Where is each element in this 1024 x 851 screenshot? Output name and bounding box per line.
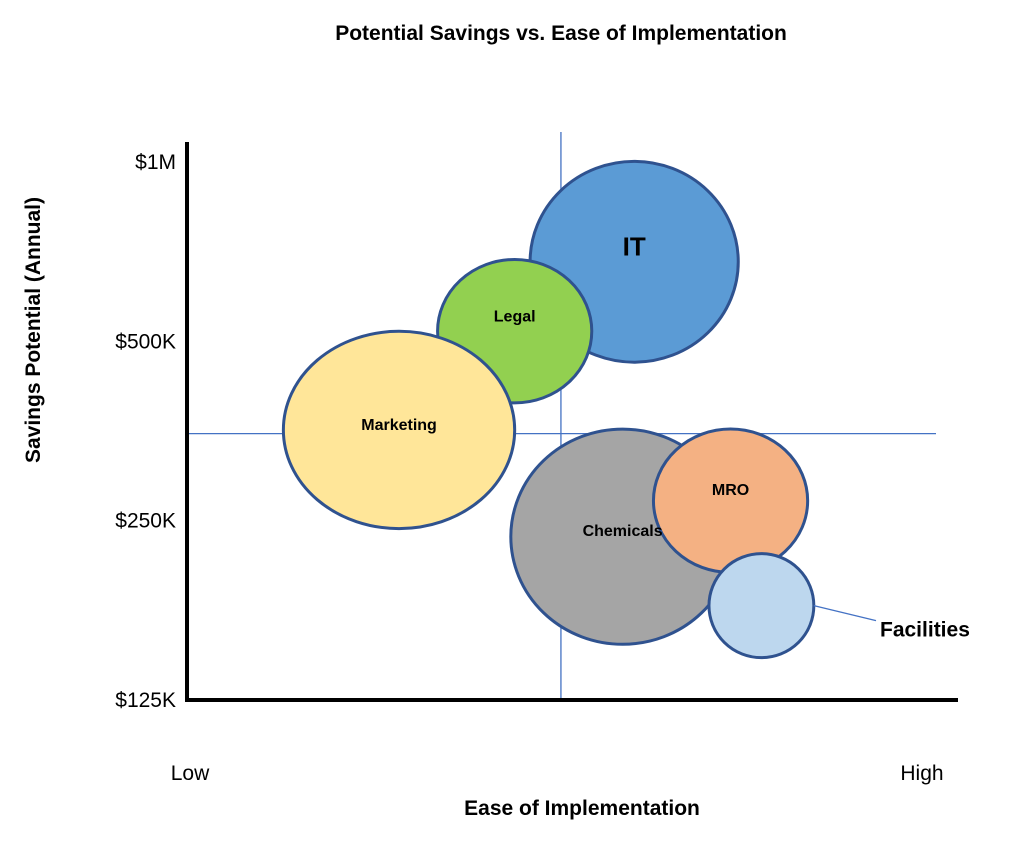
x-tick-label: Low xyxy=(171,762,210,785)
y-tick-label: $1M xyxy=(135,151,176,174)
bubble-mro xyxy=(651,427,810,574)
bubble-label-it: IT xyxy=(623,232,646,262)
axes xyxy=(185,142,958,702)
bubble-label-marketing: Marketing xyxy=(361,417,437,434)
tick-labels: $1M $500K $250K $125K Low High xyxy=(115,151,943,785)
y-axis-title: Savings Potential (Annual) xyxy=(22,197,45,463)
y-tick-label: $125K xyxy=(115,689,176,712)
chart-title: Potential Savings vs. Ease of Implementa… xyxy=(335,22,787,45)
callout-line-facilities xyxy=(813,605,877,622)
bubble-marketing xyxy=(281,329,517,531)
bubble-label-mro: MRO xyxy=(712,482,749,499)
x-axis-title: Ease of Implementation xyxy=(464,797,700,820)
bubble-label-legal: Legal xyxy=(494,308,536,325)
x-tick-label: High xyxy=(900,762,943,785)
bubble-label-facilities: Facilities xyxy=(880,619,970,642)
y-tick-label: $250K xyxy=(115,510,176,533)
y-tick-label: $500K xyxy=(115,330,176,353)
bubble-label-chemicals: Chemicals xyxy=(583,523,663,540)
bubble-facilities xyxy=(707,552,816,660)
